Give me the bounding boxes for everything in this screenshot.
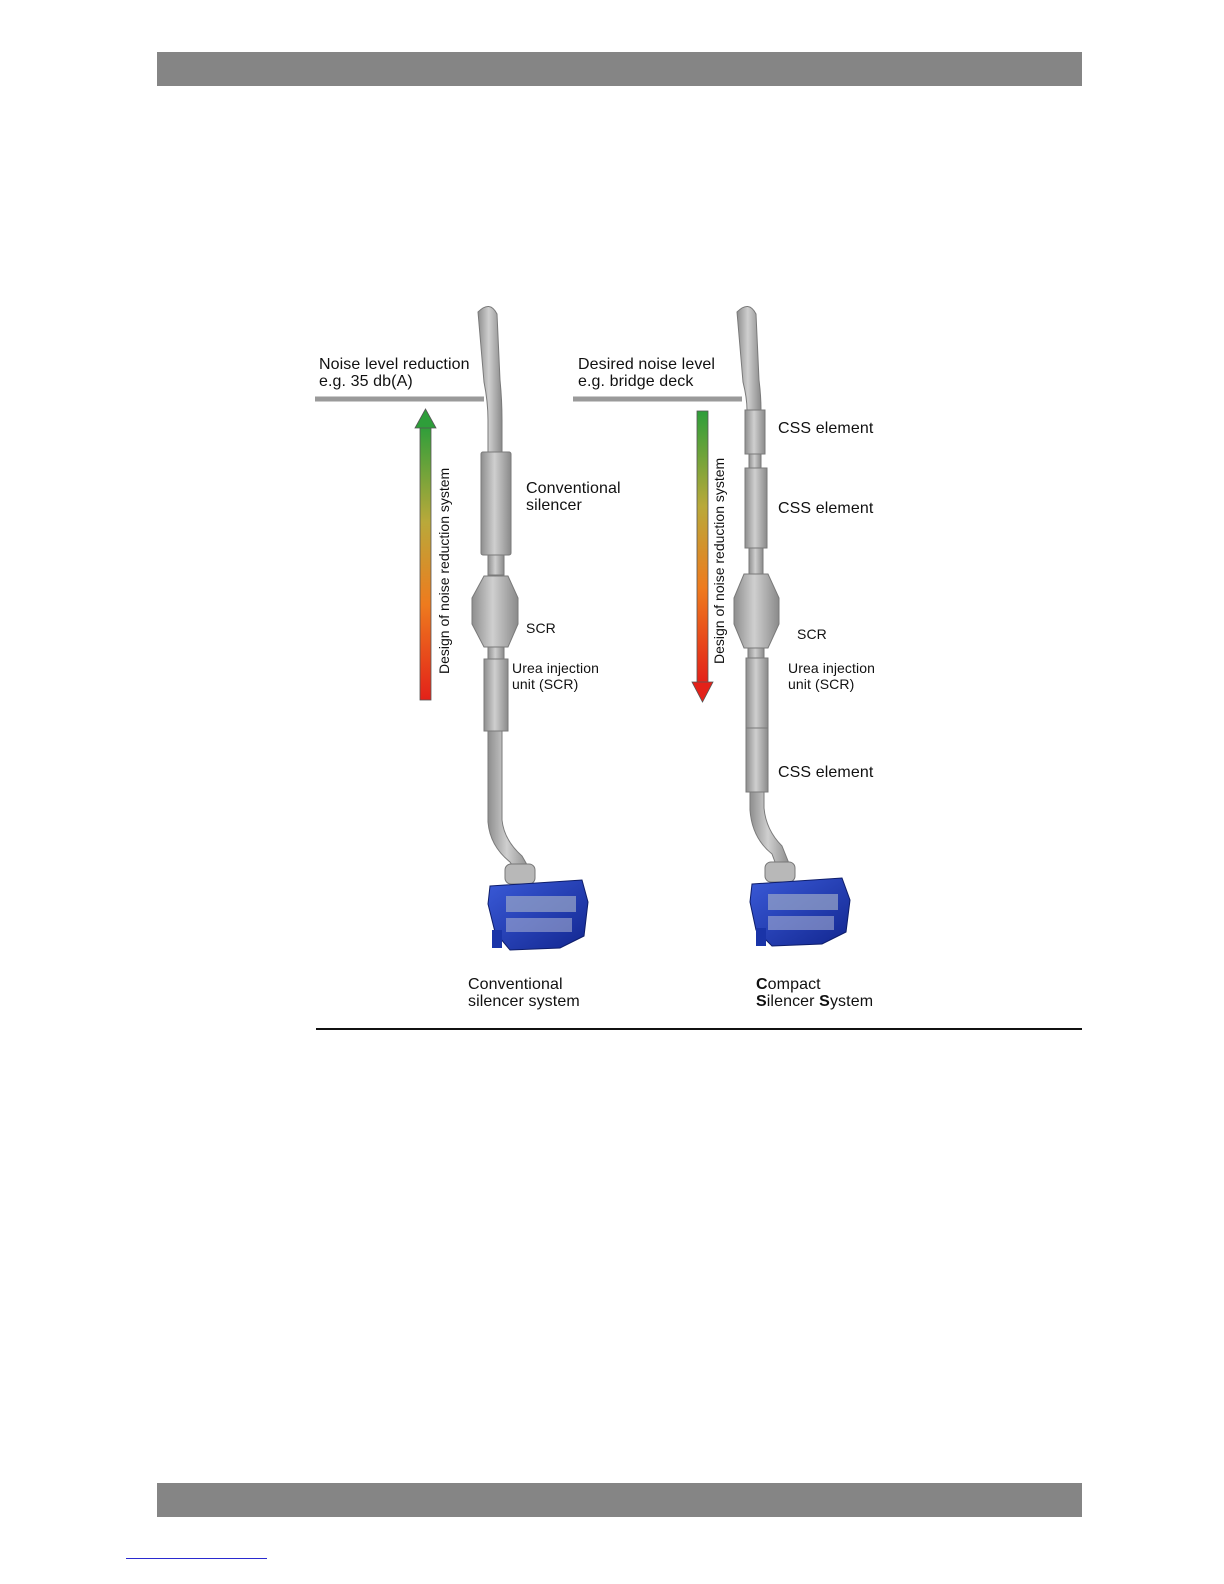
- right-exhaust-lower-pipe: [749, 791, 791, 871]
- left-urea-injection-unit: [483, 658, 509, 732]
- left-caption-line2: silencer system: [468, 993, 580, 1010]
- left-silencer-label-line1: Conventional: [526, 480, 621, 497]
- right-design-arrow: [691, 410, 714, 703]
- right-css-element-top: [744, 409, 766, 455]
- right-caption-line1: Compact: [756, 976, 821, 993]
- right-noise-label-line1: Desired noise level: [578, 356, 716, 373]
- right-arrow-label: Design of noise reduction system: [711, 457, 727, 664]
- right-noise-label-line2: e.g. bridge deck: [578, 373, 694, 390]
- left-caption-line1: Conventional: [468, 976, 563, 993]
- left-exhaust-top-pipe: [477, 306, 503, 453]
- right-urea-injection-unit: [745, 657, 769, 729]
- right-css-label-top: CSS element: [778, 420, 874, 437]
- right-exhaust-system: [573, 306, 851, 947]
- left-silencer-label-line2: silencer: [526, 497, 582, 514]
- left-noise-label-line1: Noise level reduction: [319, 356, 470, 373]
- left-noise-label-line2: e.g. 35 db(A): [319, 373, 413, 390]
- footer-link-underline: [126, 1558, 267, 1559]
- right-css-element-middle: [744, 467, 768, 549]
- left-exhaust-system: [315, 306, 589, 951]
- left-urea-label-line1: Urea injection: [512, 660, 599, 676]
- right-urea-label-line1: Urea injection: [788, 660, 875, 676]
- right-scr-unit: [733, 573, 780, 649]
- left-conventional-silencer: [480, 451, 512, 556]
- footer-bar: [157, 1483, 1082, 1517]
- left-urea-label-line2: unit (SCR): [512, 676, 579, 692]
- right-urea-label-line2: unit (SCR): [788, 676, 855, 692]
- right-engine-icon: [749, 861, 851, 947]
- right-css-label-middle: CSS element: [778, 500, 874, 517]
- right-caption-line2: Silencer System: [756, 993, 874, 1010]
- left-arrow-label: Design of noise reduction system: [436, 467, 452, 674]
- left-engine-icon: [487, 863, 589, 951]
- left-scr-unit: [471, 575, 519, 648]
- right-exhaust-top-pipe: [736, 306, 762, 411]
- header-bar: [157, 52, 1082, 86]
- right-css-label-bottom: CSS element: [778, 764, 874, 781]
- left-exhaust-lower-pipe: [487, 730, 531, 875]
- left-design-arrow: [414, 408, 437, 701]
- left-scr-label: SCR: [526, 620, 556, 636]
- right-scr-label: SCR: [797, 626, 827, 642]
- right-css-element-bottom: [745, 727, 769, 793]
